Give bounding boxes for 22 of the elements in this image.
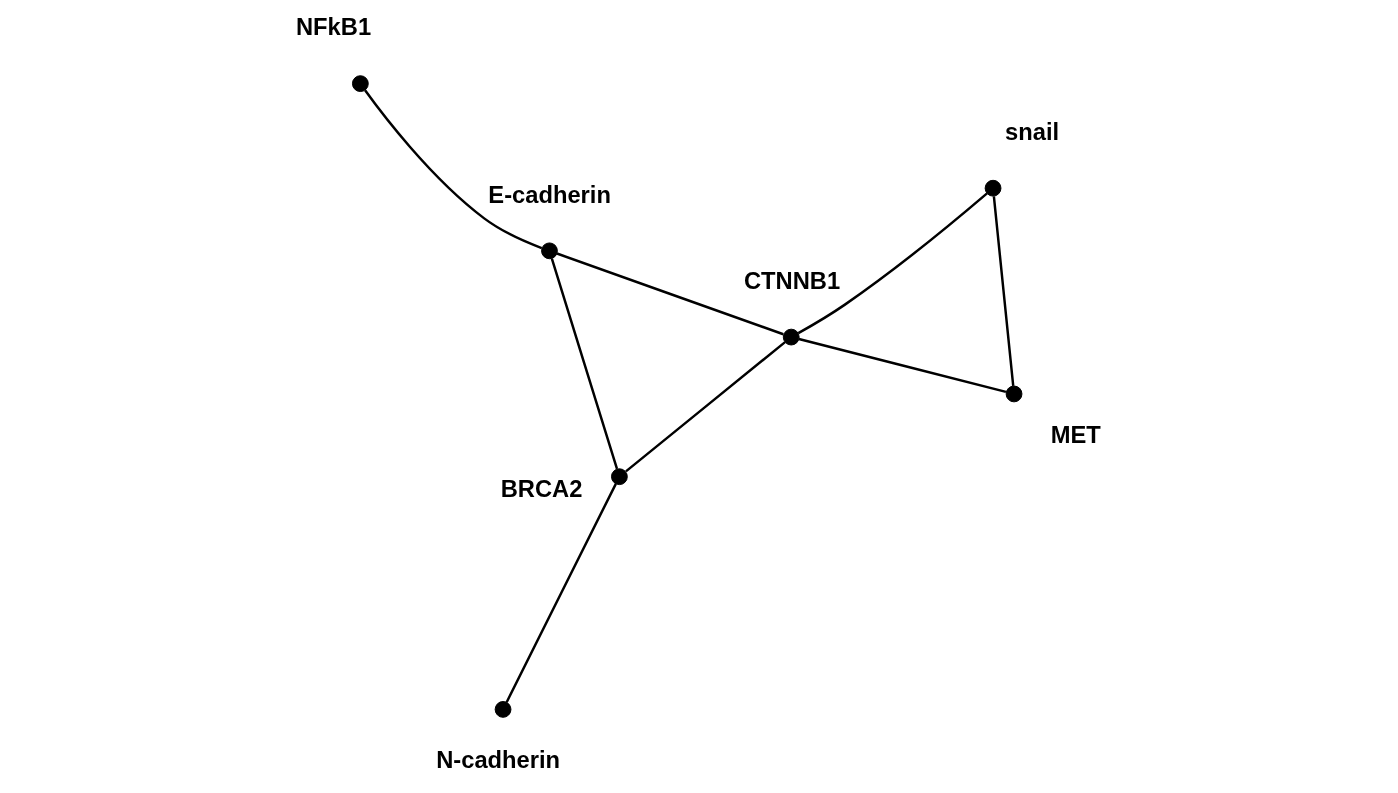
connector bbox=[556, 252, 784, 336]
node-label: N-cadherin bbox=[436, 746, 561, 773]
node-label: NFkB1 bbox=[295, 14, 372, 41]
connector bbox=[625, 341, 786, 473]
connector bbox=[992, 196, 1015, 386]
node-label: CTNNB1 bbox=[743, 267, 841, 294]
node-label: E-cadherin bbox=[488, 181, 611, 208]
node-label: BRCA2 bbox=[500, 475, 583, 502]
connector bbox=[797, 192, 988, 335]
connector bbox=[364, 89, 543, 250]
connector bbox=[505, 483, 617, 703]
node-circle bbox=[782, 328, 800, 346]
connector bbox=[550, 258, 619, 470]
node-circle bbox=[541, 242, 558, 260]
connector bbox=[798, 337, 1007, 394]
node-circle bbox=[351, 75, 369, 93]
node-label: snail bbox=[1005, 118, 1060, 145]
node-circle bbox=[1005, 385, 1023, 403]
node-circle bbox=[494, 701, 512, 718]
node-circle bbox=[984, 179, 1002, 197]
node-circle bbox=[611, 468, 628, 486]
node-label: MET bbox=[1050, 422, 1101, 449]
